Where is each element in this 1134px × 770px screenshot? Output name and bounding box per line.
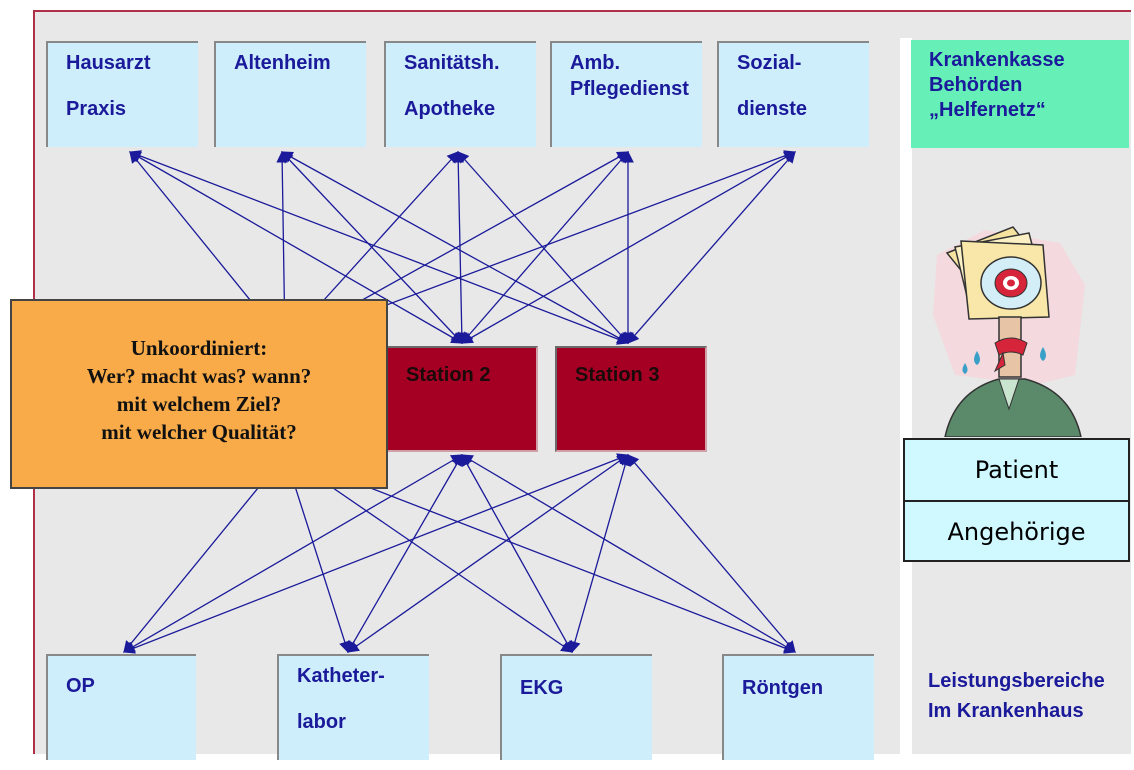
station-3: Station 3: [555, 346, 707, 452]
node-ekg: EKG: [500, 654, 652, 760]
node-label: Katheter-: [297, 665, 385, 687]
stressed-patient-icon: [933, 226, 1085, 437]
node-label: Sanitätsh.: [404, 52, 500, 74]
divider: [900, 38, 912, 758]
krankenkasse-line: Krankenkasse: [929, 49, 1065, 71]
unkoordiniert-callout: Unkoordiniert: Wer? macht was? wann? mit…: [10, 299, 388, 489]
station-2: Station 2: [386, 346, 538, 452]
arrow: [347, 454, 629, 653]
arrow: [461, 453, 573, 654]
patient-angehoerige-box: Patient Angehörige: [903, 438, 1130, 562]
callout-line: mit welcher Qualität?: [101, 420, 297, 444]
node-label: dienste: [737, 98, 808, 120]
node-label: labor: [297, 711, 346, 733]
node-label: OP: [66, 675, 95, 697]
angehoerige-label: Angehörige: [947, 518, 1086, 546]
leistung-line: Leistungsbereiche: [928, 670, 1105, 692]
station-label: Station 2: [406, 364, 491, 386]
leistung-line: Im Krankenhaus: [928, 700, 1084, 722]
node-label: Sozial-: [737, 52, 802, 74]
arrow: [627, 454, 796, 653]
callout-line: Wer? macht was? wann?: [86, 364, 312, 388]
node-label: Altenheim: [234, 52, 331, 74]
arrow: [452, 150, 468, 345]
node-sanitaetshaus-apotheke: Sanitätsh. Apotheke: [384, 41, 536, 147]
arrow: [627, 151, 796, 344]
node-hausarzt-praxis: Hausarzt Praxis: [46, 41, 198, 147]
node-roentgen: Röntgen: [722, 654, 874, 760]
leistungsbereiche-label: Leistungsbereiche Im Krankenhaus: [928, 666, 1105, 726]
callout-line: mit welchem Ziel?: [116, 392, 282, 416]
patient-label: Patient: [905, 440, 1128, 502]
arrow: [569, 453, 631, 654]
node-label: Hausarzt: [66, 52, 151, 74]
krankenkasse-line: Behörden: [929, 74, 1023, 96]
node-altenheim: Altenheim: [214, 41, 366, 147]
node-op: OP: [46, 654, 196, 760]
station-label: Station 3: [575, 364, 660, 386]
node-label: Pflegedienst: [570, 78, 689, 100]
node-label: Röntgen: [742, 677, 824, 699]
krankenkasse-box: Krankenkasse Behörden „Helfernetz“: [911, 40, 1129, 148]
node-label: Apotheke: [404, 98, 496, 120]
krankenkasse-line: „Helfernetz“: [929, 99, 1046, 121]
callout-line: Unkoordiniert:: [130, 336, 268, 360]
node-label: Praxis: [66, 98, 127, 120]
node-sozialdienste: Sozial- dienste: [717, 41, 869, 147]
node-amb-pflegedienst: Amb. Pflegedienst: [550, 41, 702, 147]
node-katheterlabor: Katheter- labor: [277, 654, 429, 760]
node-label: Amb.: [570, 52, 620, 74]
node-label: EKG: [520, 677, 564, 699]
arrow: [460, 454, 797, 653]
